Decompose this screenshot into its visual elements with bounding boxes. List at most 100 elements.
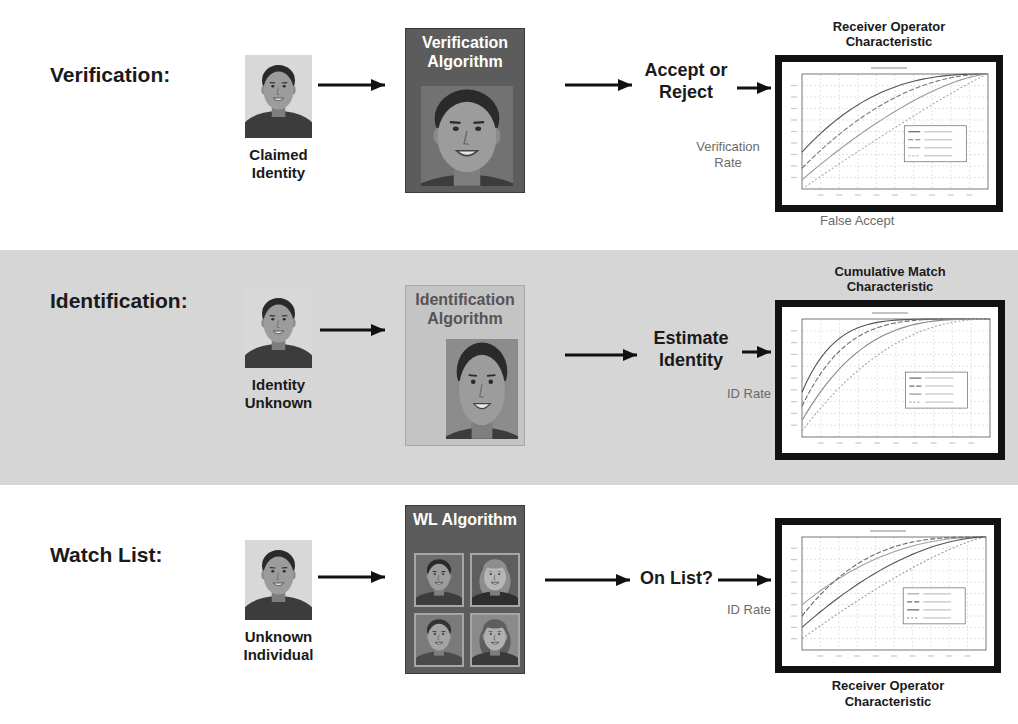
tick-mark: [791, 582, 797, 583]
tick-mark: [949, 442, 955, 443]
mouth: [491, 642, 499, 644]
plot-title-mark: [870, 530, 906, 532]
text-slot: Claimed Identity: [229, 146, 329, 182]
plot-curve: [802, 74, 988, 189]
tick-mark: [837, 442, 843, 443]
grid-line: [967, 537, 968, 650]
grid-line: [802, 108, 988, 109]
tick-mark: [791, 377, 797, 378]
tick-mark: [791, 389, 797, 390]
legend-sample: [908, 147, 920, 148]
legend-sample: [909, 386, 921, 387]
eye: [490, 573, 492, 575]
text-slot: Receiver Operator Characteristic: [802, 19, 977, 50]
eye: [283, 318, 286, 320]
result-label: Accept or Reject: [640, 60, 732, 103]
plot-axes: [802, 74, 988, 189]
eyebrow: [450, 121, 461, 124]
eye: [283, 85, 286, 87]
plot-curve: [802, 537, 986, 639]
tick-mark: [965, 655, 971, 656]
text-slot: ID Rate: [701, 602, 771, 618]
tick-mark: [836, 655, 842, 656]
tick-mark: [929, 194, 935, 195]
grid-line: [802, 570, 986, 571]
eye: [471, 380, 476, 384]
mouth: [273, 583, 284, 586]
plot-legend-box: [905, 372, 967, 408]
watch-list-photo: [414, 613, 468, 667]
legend-entry-mark: [924, 139, 952, 141]
grid-line: [802, 120, 988, 121]
flow-arrow: [320, 329, 385, 332]
mouth: [435, 642, 443, 644]
result-node: On List?: [640, 568, 713, 590]
legend-sample: [907, 617, 919, 618]
eye: [283, 570, 286, 572]
eyebrow: [270, 315, 275, 317]
text-slot: Watch List:: [50, 542, 230, 567]
eyebrow: [487, 374, 495, 377]
nose: [438, 575, 440, 580]
text-slot: Verification Algorithm: [406, 33, 524, 71]
plot-ground: [782, 307, 998, 453]
eye: [498, 633, 500, 635]
eye: [271, 318, 274, 320]
plot-curve: [802, 537, 986, 627]
tick-mark: [818, 442, 824, 443]
eye: [434, 633, 436, 635]
grid-line: [802, 548, 986, 549]
grid-line: [820, 537, 821, 650]
grid-line: [802, 85, 988, 86]
text-slot: Estimate Identity: [645, 328, 737, 371]
tick-mark: [791, 638, 797, 639]
flow-arrow: [565, 84, 632, 87]
subject-photo: Identity Unknown: [245, 288, 312, 368]
mouth: [273, 98, 284, 101]
mouth: [474, 404, 491, 409]
fringe: [485, 622, 506, 629]
chart-frame: ID RateReceiver Operator Characteristic: [775, 518, 1001, 673]
grid-line: [802, 559, 986, 560]
tick-mark: [791, 342, 797, 343]
grid-line: [802, 627, 986, 628]
legend-sample: [909, 402, 921, 403]
tick-mark: [931, 442, 937, 443]
face: [459, 355, 505, 425]
tick-mark: [873, 194, 879, 195]
tick-mark: [893, 442, 899, 443]
legend-sample: [907, 593, 919, 594]
fringe: [485, 562, 506, 569]
grid-line: [971, 319, 972, 437]
result-node: Estimate Identity: [645, 328, 737, 371]
tick-mark: [791, 570, 797, 571]
grid-line: [877, 319, 878, 437]
eyebrow: [489, 571, 493, 572]
chart-title: Receiver Operator Characteristic: [802, 19, 977, 50]
flow-arrow: [545, 579, 630, 582]
legend-sample: [907, 609, 919, 610]
eyebrow: [270, 82, 275, 84]
eyebrow: [282, 567, 287, 569]
grid-line: [802, 97, 988, 98]
legend-entry-mark: [925, 377, 953, 379]
algorithm-box: Verification Algorithm: [405, 28, 525, 193]
grid-line: [802, 582, 986, 583]
text-slot: On List?: [640, 568, 713, 590]
chart-frame: Cumulative Match CharacteristicID Rate: [775, 300, 1005, 460]
tick-mark: [791, 548, 797, 549]
legend-entry-mark: [924, 155, 952, 157]
eye: [453, 127, 459, 131]
plot-title-mark: [871, 67, 907, 69]
tick-mark: [791, 131, 797, 132]
axis-label: ID Rate: [701, 602, 771, 618]
plot-axes: [802, 319, 990, 437]
legend-entry-mark: [923, 593, 951, 595]
plot-ground: [782, 525, 994, 666]
legend-entry-mark: [923, 617, 951, 619]
text-slot: Cumulative Match Characteristic: [803, 264, 978, 295]
flow-arrow: [565, 354, 637, 357]
algorithm-picture: [421, 86, 513, 186]
grid-line: [802, 366, 990, 367]
